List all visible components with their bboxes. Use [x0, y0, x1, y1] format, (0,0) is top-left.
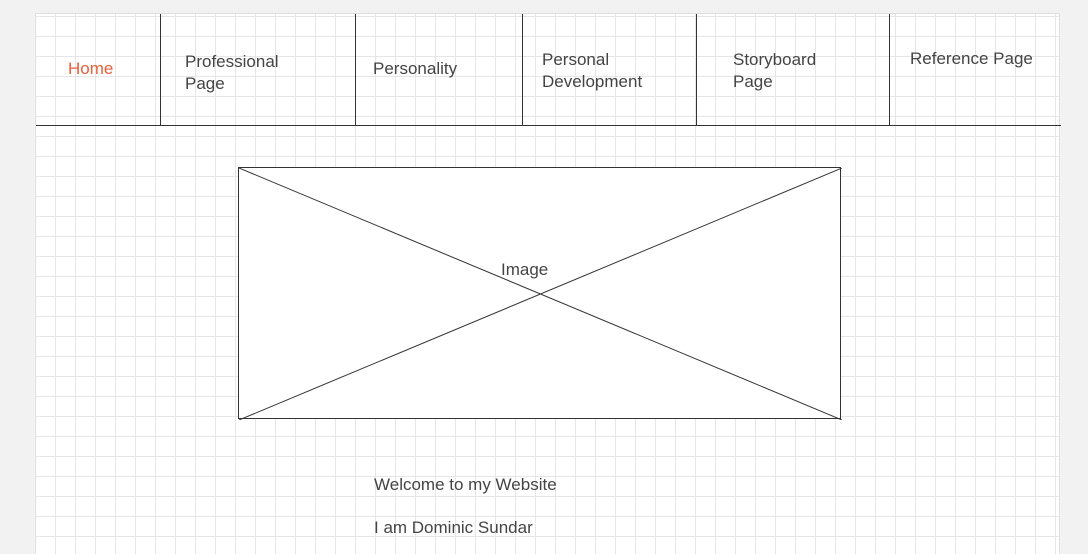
- nav-item-label: Reference Page: [910, 49, 1033, 68]
- nav-item-personal-development[interactable]: Personal Development: [523, 14, 696, 125]
- nav-item-home[interactable]: Home: [36, 14, 160, 125]
- nav-item-label: Personal Development: [542, 50, 643, 91]
- welcome-text: Welcome to my Website: [374, 475, 557, 494]
- nav-divider: [355, 14, 356, 125]
- image-placeholder-label: Image: [501, 260, 549, 279]
- nav-item-label: Home: [68, 59, 114, 78]
- nav-item-professional-page[interactable]: Professional Page: [161, 14, 355, 125]
- wireframe-canvas: Home Professional Page Personality Perso…: [35, 13, 1061, 554]
- nav-item-personality[interactable]: Personality: [356, 14, 522, 125]
- image-placeholder: Image: [238, 167, 842, 420]
- nav-divider: [696, 14, 697, 125]
- intro-text: I am Dominic Sundar: [374, 518, 533, 537]
- nav-item-label: Storyboard Page: [733, 50, 817, 91]
- image-placeholder-cross: [239, 168, 842, 420]
- nav-bar: Home Professional Page Personality Perso…: [36, 14, 1061, 126]
- nav-divider: [160, 14, 161, 125]
- nav-item-storyboard-page[interactable]: Storyboard Page: [697, 14, 889, 125]
- nav-divider: [522, 14, 523, 125]
- nav-item-label: Professional Page: [185, 52, 279, 93]
- nav-item-reference-page[interactable]: Reference Page: [890, 14, 1060, 125]
- nav-item-label: Personality: [373, 59, 458, 78]
- nav-divider: [889, 14, 890, 125]
